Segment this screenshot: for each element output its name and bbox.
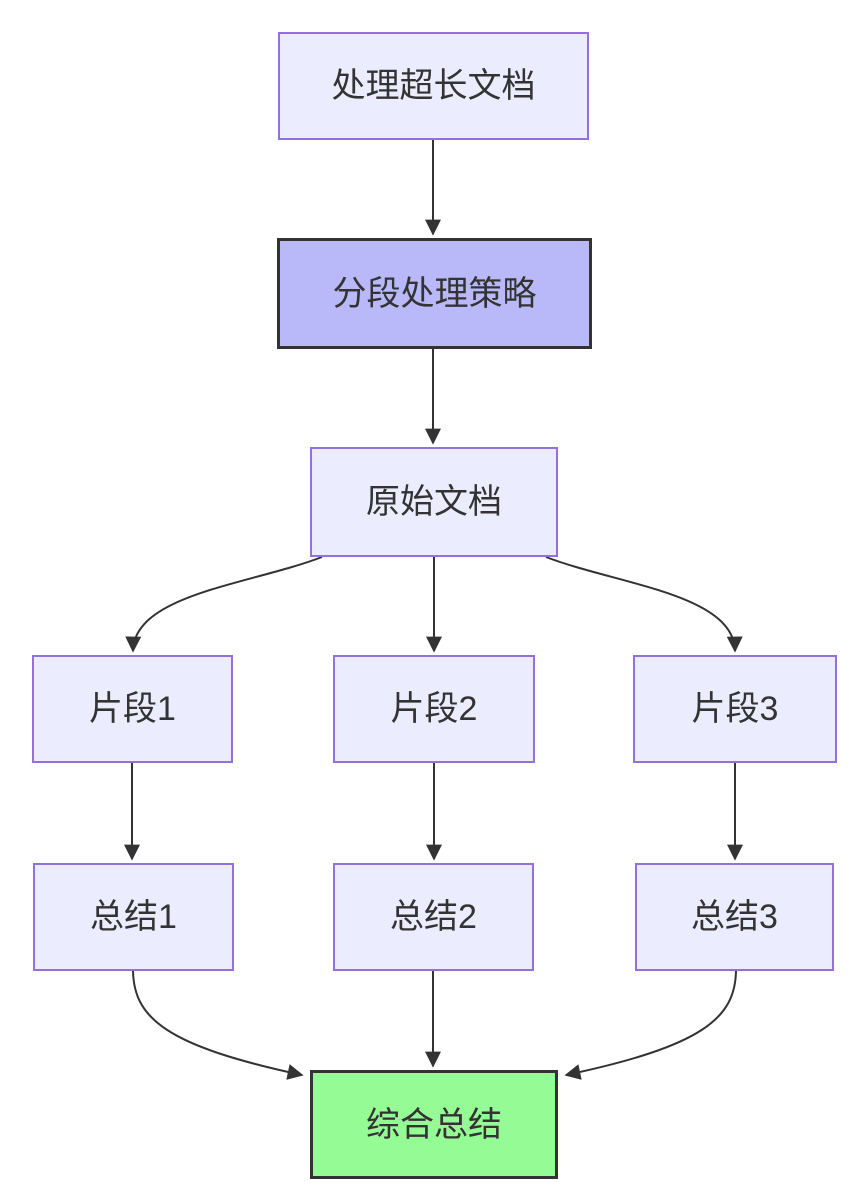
edge-e1-f — [132, 970, 304, 1080]
node-label: 总结1 — [90, 898, 177, 936]
node-summary-2: 总结2 — [333, 863, 534, 971]
node-fragment-3: 片段3 — [633, 655, 837, 763]
node-summary-3: 总结3 — [635, 863, 834, 971]
edge-c-d3 — [545, 556, 743, 653]
edge-e3-f — [564, 970, 737, 1080]
node-label: 片段2 — [390, 690, 478, 728]
node-label: 总结3 — [691, 898, 778, 936]
node-summary-1: 总结1 — [33, 863, 234, 971]
node-label: 处理超长文档 — [331, 67, 536, 105]
node-label: 片段3 — [691, 690, 779, 728]
node-label: 总结2 — [390, 898, 477, 936]
node-label: 分段处理策略 — [332, 274, 537, 313]
node-fragment-1: 片段1 — [32, 655, 233, 763]
node-label: 综合总结 — [366, 1105, 502, 1144]
node-segmentation-strategy: 分段处理策略 — [277, 238, 592, 349]
node-label: 片段1 — [89, 690, 176, 728]
node-combined-summary: 综合总结 — [310, 1070, 558, 1179]
node-label: 原始文档 — [366, 483, 502, 521]
node-fragment-2: 片段2 — [333, 655, 535, 763]
node-process-long-document: 处理超长文档 — [278, 32, 589, 140]
node-original-document: 原始文档 — [310, 447, 558, 557]
edge-c-d1 — [125, 556, 323, 653]
